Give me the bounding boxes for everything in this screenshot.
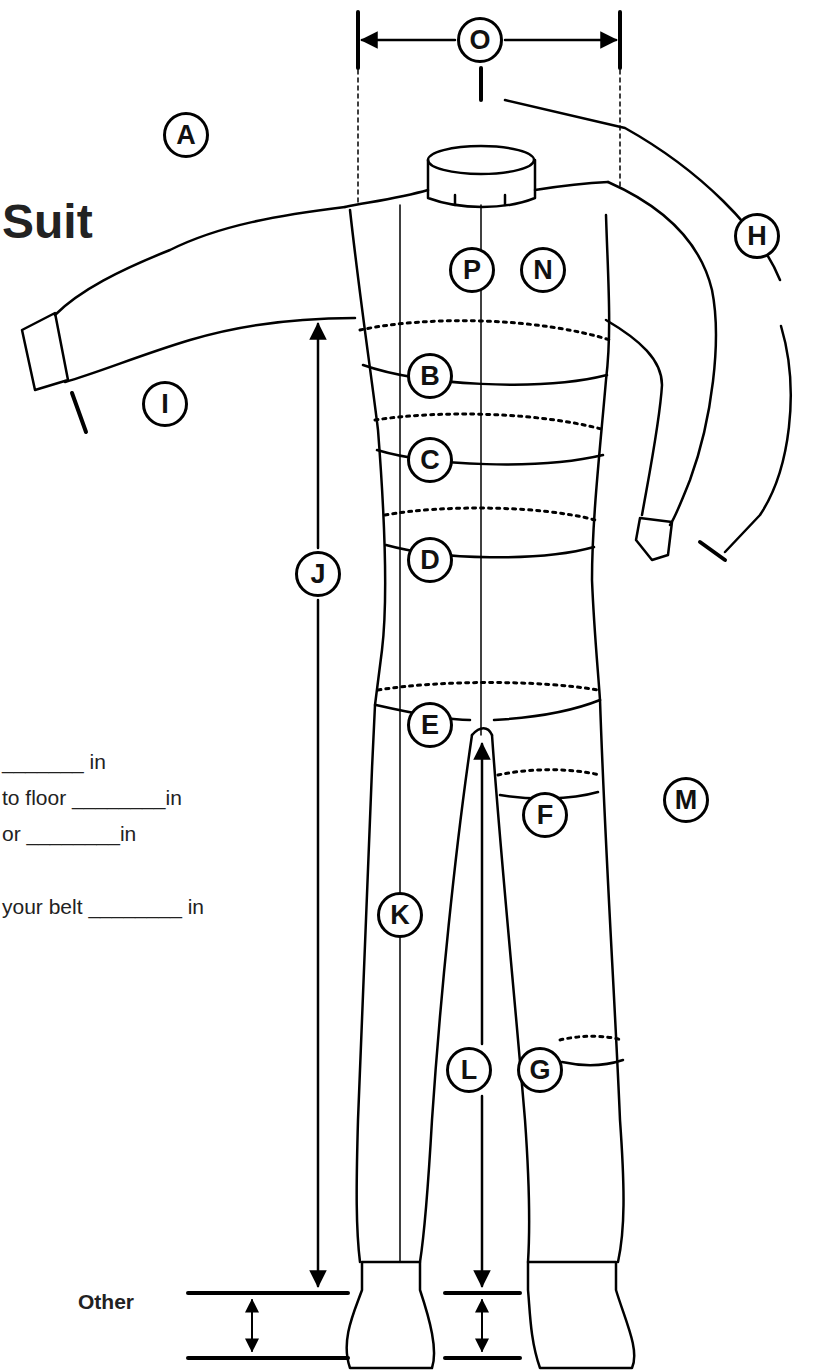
belly-girth [385,508,595,520]
left-leg [420,735,472,1262]
callout-letter: L [461,1057,478,1084]
callout-letter: B [420,363,440,390]
collar [455,195,505,205]
form-text: _______ in [2,750,106,774]
callout-circle: N [520,247,566,293]
callout-letter: K [390,902,410,929]
height-arrow [317,324,320,548]
floor-bar [188,1291,348,1295]
callout-letter: H [747,223,767,250]
form-text: Other [78,1290,134,1314]
callout-circle: K [377,892,423,938]
form-text: your belt ________ in [2,895,204,919]
heel-arrow [251,1300,253,1351]
collar [428,160,535,207]
knee-girth [562,1060,623,1065]
callout-letter: J [310,561,325,588]
dimension-line [362,39,455,42]
callout-circle: D [407,537,453,583]
callout-circle: J [295,551,341,597]
shoulder [345,190,428,207]
callout-circle: E [407,702,453,748]
callout-circle: B [407,353,453,399]
callout-letter: F [537,802,554,829]
callout-circle: M [663,777,709,823]
callout-circle: I [142,381,188,427]
hip-girth [378,683,598,691]
waist-girth [375,414,605,430]
side-line [399,205,401,1262]
left-arm [65,318,355,382]
title: Suit [2,194,93,249]
callout-letter: P [463,257,481,284]
callout-letter: N [533,257,553,284]
tick-mark [479,68,483,100]
crotch [472,728,492,735]
left-cuff [22,313,68,390]
callout-circle: C [407,437,453,483]
callout-letter: C [420,447,440,474]
guide-line [357,70,359,205]
callout-letter: G [529,1057,550,1084]
tick-mark [72,393,86,432]
floor-bar [445,1356,520,1360]
callout-circle: O [457,17,503,63]
guide-line [619,70,621,190]
callout-letter: M [675,787,698,814]
form-text: to floor ________in [2,786,182,810]
right-leg [600,700,624,1262]
right-boot [528,1262,634,1368]
height-arrow [317,600,320,1286]
chest-girth [360,321,610,340]
right-cuff [636,518,672,560]
left-arm [55,207,345,315]
callout-letter: I [161,391,169,418]
torso-side [350,210,385,705]
tick-mark [700,542,725,560]
right-arm [608,182,716,525]
thigh-girth [498,770,600,775]
callout-circle: A [163,112,209,158]
arm-measure-line [505,100,791,552]
callout-letter: A [176,122,196,149]
form-text: or ________in [2,822,136,846]
floor-bar [188,1356,348,1360]
shoulder [535,182,608,190]
callout-circle: L [446,1047,492,1093]
callout-circle: F [522,792,568,838]
chest-girth [363,365,607,385]
callout-letter: D [420,547,440,574]
callout-circle: H [734,213,780,259]
callout-circle: P [449,247,495,293]
left-boot [347,1262,434,1368]
right-arm [606,320,662,515]
collar [428,146,534,174]
callout-letter: E [421,712,439,739]
callout-circle: G [517,1047,563,1093]
inseam-arrow [481,744,484,1044]
inseam-arrow [481,1096,484,1286]
left-leg [357,705,375,1262]
heel-arrow [481,1300,483,1351]
callout-letter: O [469,27,490,54]
dimension-bar [618,12,622,68]
knee-girth [560,1036,622,1040]
dimension-line [505,39,616,42]
floor-bar [445,1291,520,1295]
dimension-bar [356,12,360,68]
